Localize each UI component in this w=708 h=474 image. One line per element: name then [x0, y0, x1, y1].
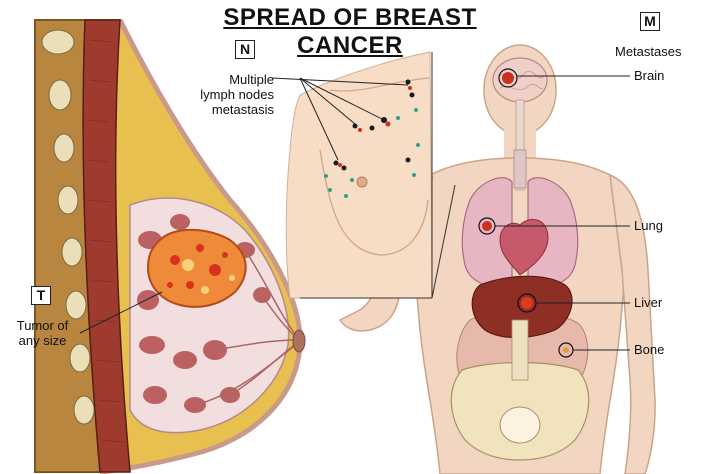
- lymph-label-line2: lymph nodes: [196, 87, 274, 102]
- tumor-label: Tumor of any size: [5, 318, 80, 348]
- stage-m-box: M: [640, 12, 660, 31]
- stage-n-box: N: [235, 40, 255, 59]
- lymph-label-line1: Multiple: [196, 72, 274, 87]
- brain-label: Brain: [634, 68, 664, 83]
- stage-t-box: T: [31, 286, 51, 305]
- metastases-label: Metastases: [615, 44, 681, 59]
- lymph-nodes-label: Multiple lymph nodes metastasis: [196, 72, 274, 117]
- bone-label: Bone: [634, 342, 664, 357]
- tumor-label-line1: Tumor of: [5, 318, 80, 333]
- liver-label: Liver: [634, 295, 662, 310]
- lung-label: Lung: [634, 218, 663, 233]
- lymph-label-line3: metastasis: [196, 102, 274, 117]
- diagram-title: SPREAD OF BREAST CANCER: [170, 4, 530, 60]
- lymph-node-inset: [286, 52, 455, 298]
- tumor-label-line2: any size: [5, 333, 80, 348]
